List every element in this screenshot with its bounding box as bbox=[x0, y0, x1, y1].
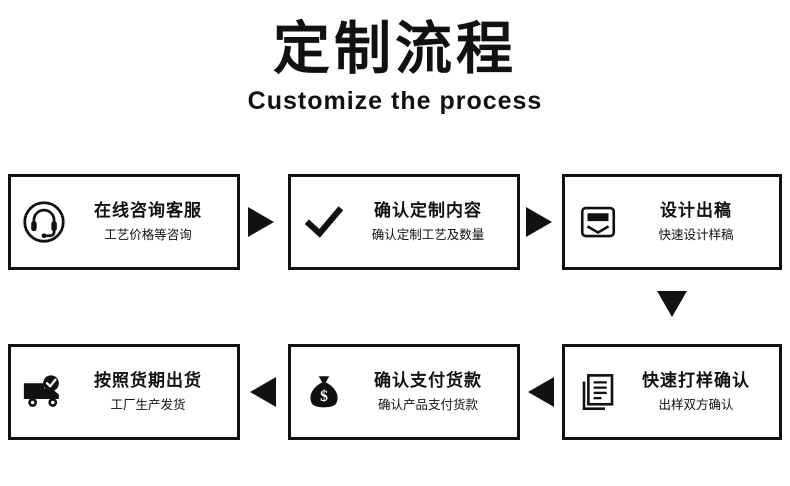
flow-step-6-title: 按照货期出货 bbox=[94, 371, 202, 392]
documents-stack-icon bbox=[575, 369, 621, 415]
flow-step-2-subtitle: 确认定制工艺及数量 bbox=[371, 226, 485, 242]
flow-step-3: 设计出稿 快速设计样稿 bbox=[562, 174, 782, 270]
connector-arrow-right-1 bbox=[248, 207, 274, 237]
connector-arrow-left-2 bbox=[250, 377, 276, 407]
flow-step-1-texts: 在线咨询客服 工艺价格等咨询 bbox=[73, 201, 227, 243]
flow-step-6: 按照货期出货 工厂生产发货 bbox=[8, 344, 240, 440]
money-bag-icon: $ bbox=[301, 369, 347, 415]
flow-step-4: 快速打样确认 出样双方确认 bbox=[562, 344, 782, 440]
header: 定制流程 Customize the process bbox=[0, 18, 790, 116]
svg-text:$: $ bbox=[320, 388, 328, 405]
flow-step-1: 在线咨询客服 工艺价格等咨询 bbox=[8, 174, 240, 270]
connector-arrow-left-1 bbox=[528, 377, 554, 407]
checkmark-icon bbox=[301, 199, 347, 245]
flow-step-4-texts: 快速打样确认 出样双方确认 bbox=[627, 371, 769, 413]
connector-arrow-down-1 bbox=[657, 291, 687, 317]
flow-step-3-texts: 设计出稿 快速设计样稿 bbox=[627, 201, 769, 243]
flow-step-3-subtitle: 快速设计样稿 bbox=[658, 226, 734, 242]
flow-step-4-subtitle: 出样双方确认 bbox=[658, 396, 734, 412]
flow-step-2-texts: 确认定制内容 确认定制工艺及数量 bbox=[353, 201, 507, 243]
flow-step-6-subtitle: 工厂生产发货 bbox=[110, 396, 186, 412]
page-title-cn: 定制流程 bbox=[273, 16, 517, 82]
flow-step-4-title: 快速打样确认 bbox=[642, 371, 750, 392]
flow-step-1-subtitle: 工艺价格等咨询 bbox=[104, 226, 192, 242]
flow-step-2: 确认定制内容 确认定制工艺及数量 bbox=[288, 174, 520, 270]
flow-step-5-texts: 确认支付货款 确认产品支付货款 bbox=[353, 371, 507, 413]
flow-step-1-title: 在线咨询客服 bbox=[94, 201, 202, 222]
flow-step-2-title: 确认定制内容 bbox=[374, 201, 482, 222]
connector-arrow-right-2 bbox=[526, 207, 552, 237]
delivery-truck-icon bbox=[21, 369, 67, 415]
flow-step-3-title: 设计出稿 bbox=[660, 201, 732, 222]
flow-step-5-title: 确认支付货款 bbox=[374, 371, 482, 392]
headset-support-icon bbox=[21, 199, 67, 245]
page-title-en: Customize the process bbox=[247, 86, 543, 115]
flow-step-6-texts: 按照货期出货 工厂生产发货 bbox=[73, 371, 227, 413]
flow-step-5-subtitle: 确认产品支付货款 bbox=[377, 396, 478, 412]
flow-step-5: $ 确认支付货款 确认产品支付货款 bbox=[288, 344, 520, 440]
design-draft-icon bbox=[575, 199, 621, 245]
